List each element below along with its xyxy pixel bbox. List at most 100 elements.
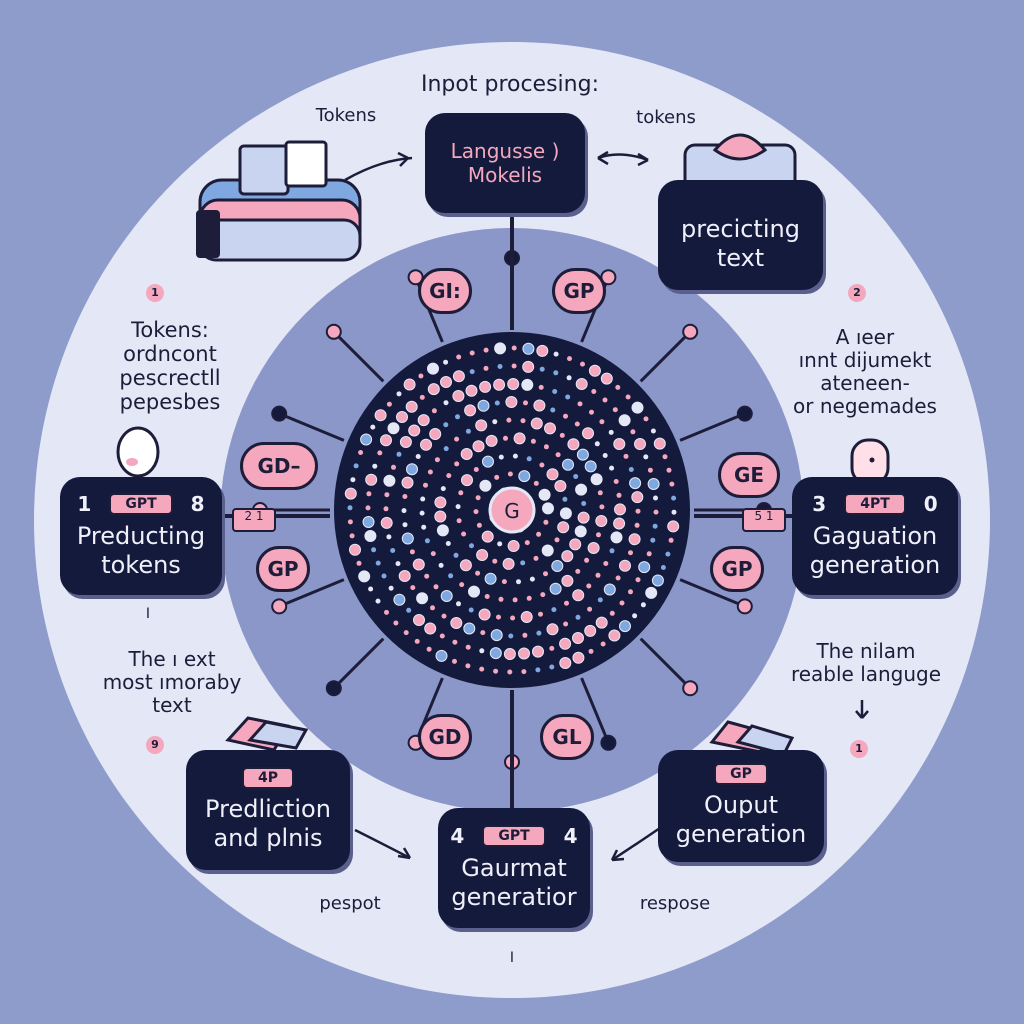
hub-dot [634,522,640,528]
hub-dot [530,438,536,444]
hub-dot [475,419,488,432]
hub-dot [502,557,515,570]
hub-dot [498,454,504,460]
hub-dot [536,344,549,357]
hub-dot [497,541,503,547]
hub-dot [652,523,658,529]
hub-dot [630,429,636,435]
card-language-model[interactable]: Langusse ) Mokelis [425,113,585,213]
hub-dot [653,495,658,501]
hub-dot [559,432,565,438]
hub-dot [427,383,440,396]
spoke-line [639,637,692,690]
chip-right-number: 8 [190,492,205,517]
hub-dot [460,448,473,460]
hub-dot [549,645,555,651]
card-predicting-text[interactable]: precicting text [658,180,823,290]
hub-dot [561,550,574,563]
arrow-head [397,847,412,860]
hub-dot [482,455,494,468]
hub-dot [481,530,494,543]
hub-dot [530,417,543,430]
hub-dot [646,551,652,557]
hub-dot [503,648,516,660]
spoke-line [332,637,385,690]
card-line: tokens [101,551,181,579]
hub-dot [638,561,651,574]
hub-dot [546,623,559,636]
hub-dot [615,384,621,390]
hub-dot [405,400,418,413]
hub-dot [618,414,631,427]
hub-dot [580,361,585,367]
card-line: text [716,244,765,272]
lower-right-line: The nilam [816,639,916,663]
gp-node-top-right: GP [552,268,606,314]
hub-dot [564,600,569,606]
hub-dot [615,575,621,581]
hub-dot [533,480,539,486]
hub-dot [573,474,579,479]
card-line: Gaguation [812,522,938,551]
card-predicting-tokens[interactable]: 1 GPT 8 Preducting tokens [60,477,222,595]
hub-dot [541,544,554,557]
spoke-line [679,578,746,608]
hub-dot [494,400,500,406]
hub-dot [540,592,546,598]
hub-dot [427,362,439,375]
card-line: Langusse ) [450,139,560,163]
hub-dot [469,350,475,356]
hub-dot [603,561,609,566]
hub-dot [443,422,449,428]
hub-dot [577,401,583,407]
hub-dot [403,630,409,636]
hub-dot [600,641,606,647]
hub-dot [625,394,631,400]
hub-dot [588,648,594,654]
arrow-to-format [354,828,411,860]
hub-dot [472,440,485,453]
hub-dot [539,366,545,372]
hub-dot [358,450,364,455]
spoke-line [278,578,345,608]
hub-dot [384,609,389,615]
hub-dot [452,658,457,664]
hub-dot [347,519,353,525]
hub-dot [619,559,631,572]
hub-dot [489,647,502,660]
hub-dot [434,457,440,463]
lower-left-description: The ı ext most ımoraby text [72,648,272,717]
hub-dot [478,608,491,621]
hub-dot [494,474,500,480]
hub-dot [602,397,608,403]
hub-dot [468,585,480,598]
card-gaguation-generation[interactable]: 3 4PT 0 Gaguation generation [792,477,958,595]
hub-dot [430,551,436,557]
label-tokens-left: Tokens [315,105,377,126]
hub-dot [485,434,498,447]
card-prediction-plans[interactable]: 4P Predliction and plnis [186,750,350,870]
hub-dot [492,419,498,425]
card-line: generation [675,820,807,848]
spoke-line [639,330,692,383]
hub-dot [555,452,561,458]
gp-node-lower-left: GP [256,546,310,592]
hub-dot [434,496,447,509]
hub-dot [390,548,396,553]
hub-dot [582,427,594,440]
card-chip-row: GP [714,763,768,786]
hub-dot [459,582,465,588]
chip-left-number: 4 [450,824,465,849]
hub-dot [456,601,461,607]
card-output-generation[interactable]: GP Ouput generation [658,750,824,862]
hub-dot [386,401,392,407]
left-description-line: pescrectll [119,366,221,391]
hub-dot [443,446,449,452]
arrow-head [855,710,869,719]
card-format-generation[interactable]: 4 GPT 4 Gaurmat generatior [438,808,590,928]
lower-right-description: The nilam reable languge [776,640,956,686]
hub-dot [584,557,590,563]
hub-dot [408,424,421,437]
hub-dot [424,538,430,544]
